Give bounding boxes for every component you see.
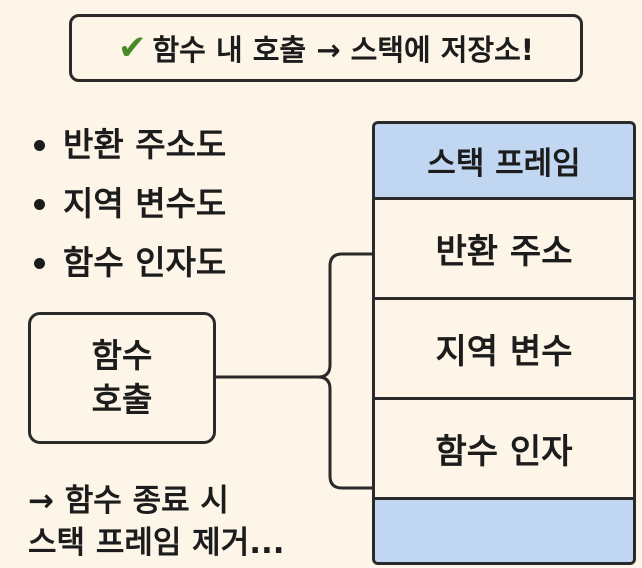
footnote-line1: → 함수 종료 시 (28, 483, 229, 519)
stack-frame: 스택 프레임 반환 주소 지역 변수 함수 인자 (372, 121, 636, 565)
footnote-line2: 스택 프레임 제거... (28, 525, 285, 561)
connector-line (216, 252, 372, 379)
bullet-dot-icon (34, 258, 45, 269)
stack-item-function-arguments: 함수 인자 (375, 397, 633, 497)
bullet-item: 함수 인자도 (34, 240, 226, 299)
title-text: 함수 내 호출 → 스택에 저장소! (152, 33, 535, 67)
bullet-dot-icon (34, 199, 45, 210)
title-box: ✔ 함수 내 호출 → 스택에 저장소! (69, 14, 583, 82)
bullet-text: 반환 주소도 (63, 125, 227, 164)
stack-item-local-variables: 지역 변수 (375, 297, 633, 397)
stack-frame-footer (375, 497, 633, 562)
bullet-item: 반환 주소도 (34, 122, 226, 181)
stack-frame-header: 스택 프레임 (375, 124, 633, 197)
bullet-dot-icon (34, 140, 45, 151)
check-mark-icon: ✔ (118, 28, 147, 68)
function-call-box: 함수 호출 (28, 312, 216, 444)
footnote: → 함수 종료 시 스택 프레임 제거... (28, 480, 285, 564)
connector-line (317, 375, 372, 490)
call-box-line1: 함수 (91, 336, 153, 375)
call-box-line2: 호출 (91, 380, 153, 419)
bullet-text: 함수 인자도 (63, 243, 227, 282)
bullet-list: 반환 주소도 지역 변수도 함수 인자도 (34, 122, 226, 299)
stack-item-return-address: 반환 주소 (375, 197, 633, 297)
bullet-item: 지역 변수도 (34, 181, 226, 240)
bullet-text: 지역 변수도 (63, 184, 227, 223)
